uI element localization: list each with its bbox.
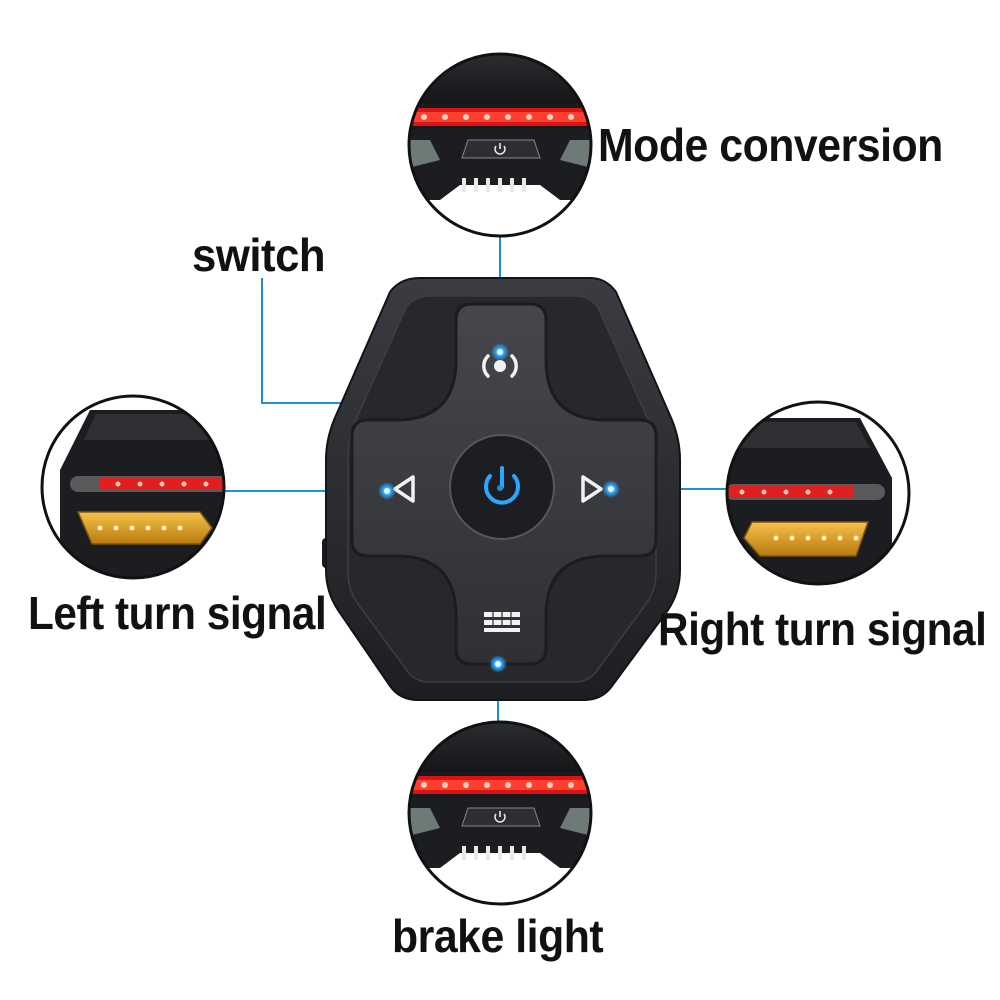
tail-light-device xyxy=(322,277,681,701)
red-led-row xyxy=(421,782,574,788)
label-brake-light: brake light xyxy=(392,910,604,962)
inset-left-turn-signal xyxy=(40,394,226,580)
inset-mode-conversion xyxy=(407,52,593,238)
red-led-row xyxy=(739,489,833,495)
red-led-row xyxy=(115,481,209,487)
indicator-dot-center xyxy=(497,485,503,491)
indicator-dots xyxy=(378,343,620,673)
label-mode-conversion: Mode conversion xyxy=(598,119,943,171)
inset-border xyxy=(725,400,911,586)
inset-border xyxy=(407,720,593,906)
red-led-row xyxy=(421,114,574,120)
mode-conversion-icon[interactable] xyxy=(482,354,518,378)
mini-power-icon xyxy=(494,143,506,155)
power-icon xyxy=(484,466,520,505)
mini-power-icon xyxy=(494,811,506,823)
left-arrow-icon[interactable] xyxy=(393,475,415,503)
inset-right-turn-signal xyxy=(725,400,911,586)
inset-border xyxy=(407,52,593,238)
label-right-turn-signal: Right turn signal xyxy=(658,603,987,655)
inset-border xyxy=(40,394,226,580)
right-arrow-icon[interactable] xyxy=(581,475,603,503)
amber-turn-led xyxy=(76,511,213,545)
label-switch: switch xyxy=(192,229,326,281)
inset-brake-light xyxy=(407,720,593,906)
label-left-turn-signal: Left turn signal xyxy=(28,587,327,639)
